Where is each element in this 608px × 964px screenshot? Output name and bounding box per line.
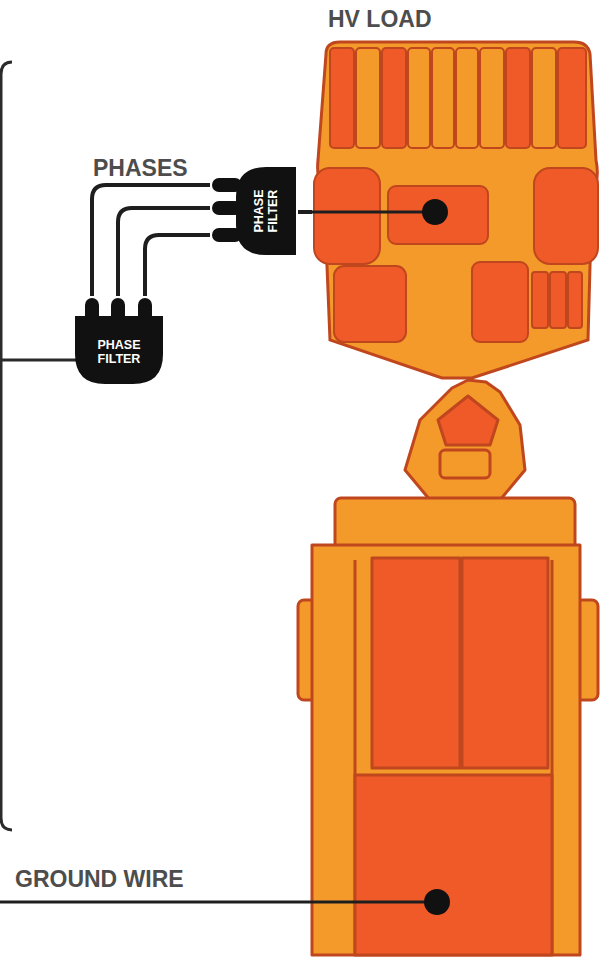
- ground-wire-part: [424, 889, 450, 915]
- load-lead-part: [422, 199, 448, 225]
- load-illustration-part-part: [456, 48, 478, 148]
- load-illustration-part-part: [532, 272, 548, 328]
- wire-line: [118, 208, 210, 296]
- load-illustration-part-part: [432, 48, 454, 148]
- load-illustration-part: [314, 48, 598, 342]
- vehicle-body-part: [372, 558, 460, 768]
- wire-line: [92, 185, 210, 296]
- phases-label: PHASES: [93, 155, 188, 182]
- filter-shape-part: [236, 167, 296, 255]
- load-illustration-part-part: [314, 168, 380, 264]
- vehicle-body-part: [438, 396, 498, 445]
- load-illustration-part-part: [550, 272, 566, 328]
- vehicle-body: [298, 380, 598, 955]
- phase-wire: [118, 208, 210, 296]
- phase-filter: PHASE FILTER: [210, 165, 298, 257]
- wire-line: [298, 210, 312, 214]
- phase-wire: [298, 212, 312, 213]
- filter-label: PHASE FILTER: [89, 338, 149, 366]
- load-illustration-part-part: [472, 262, 528, 342]
- vehicle-body-part: [440, 450, 490, 478]
- load-illustration-part-part: [532, 48, 556, 148]
- wire-line: [145, 235, 210, 296]
- phase-wire: [92, 185, 210, 296]
- load-illustration-part-part: [506, 48, 530, 148]
- load-illustration-part-part: [356, 48, 380, 148]
- load-lead-part: [305, 211, 435, 214]
- ground-label: GROUND WIRE: [15, 866, 184, 893]
- vehicle-body-part: [312, 545, 580, 955]
- vehicle-body-part: [405, 380, 525, 500]
- vehicle-body-part: [335, 498, 575, 550]
- load-illustration-part-part: [534, 168, 598, 264]
- load-illustration-part-part: [558, 48, 586, 148]
- load-illustration-part-part: [388, 186, 488, 244]
- left-bracket-part: [0, 359, 80, 362]
- load-lead: [305, 199, 448, 225]
- left-bracket-part: [1, 62, 12, 830]
- load-illustration-part-part: [408, 48, 430, 148]
- vehicle-body-part: [462, 558, 548, 768]
- load-illustration-part-part: [382, 48, 406, 148]
- filter-label: PHASE FILTER: [252, 180, 280, 242]
- vehicle-body-part: [355, 775, 552, 955]
- ground-wire: [0, 889, 450, 915]
- load-label: HV LOAD: [328, 6, 432, 33]
- left-bracket: [0, 62, 80, 830]
- load-illustration-part-part: [568, 272, 582, 328]
- ground-wire-part: [0, 901, 437, 904]
- load-illustration-part-part: [480, 48, 504, 148]
- load-illustration-part-part: [330, 48, 354, 148]
- phase-wire: [145, 235, 210, 296]
- filter-shape-part: [75, 316, 163, 384]
- load-illustration-part-part: [334, 266, 406, 342]
- phase-filter: PHASE FILTER: [73, 296, 165, 386]
